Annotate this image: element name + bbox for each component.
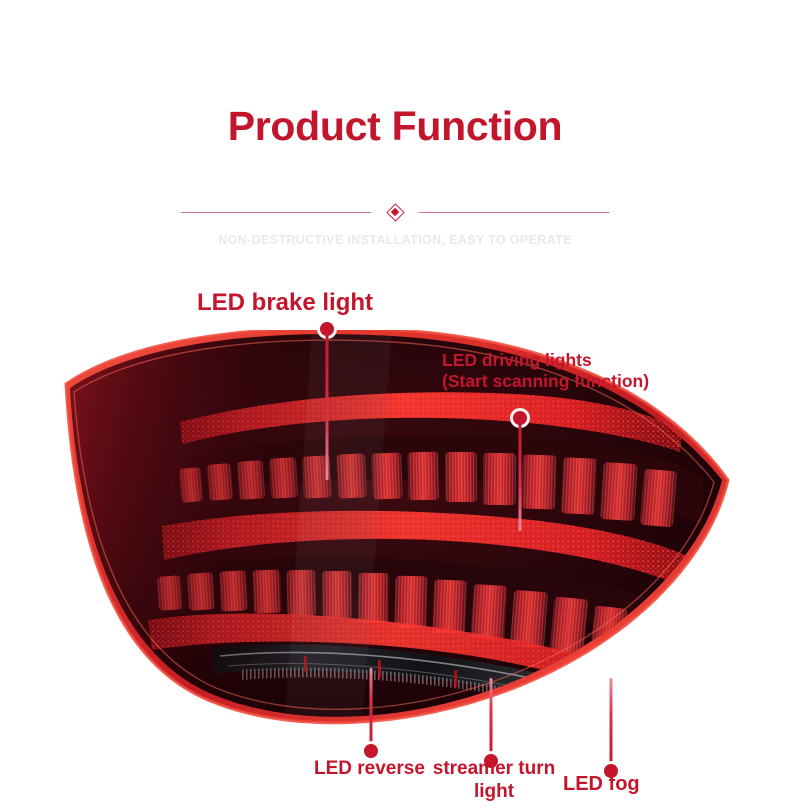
pointer-dot-led-brake-light xyxy=(320,322,334,336)
pointer-stem-led-brake-light xyxy=(325,330,329,480)
pointer-stem-streamer-turn-light xyxy=(489,678,493,760)
callout-label-led-brake-light: LED brake light xyxy=(197,289,374,316)
pointer-streamer-turn-light xyxy=(484,678,498,768)
page-subtitle: NON-DESTRUCTIVE INSTALLATION, EASY TO OP… xyxy=(218,233,572,247)
product-image-stage xyxy=(0,260,790,806)
pointer-dot-led-fog xyxy=(604,764,618,778)
diamond-icon xyxy=(382,199,408,225)
divider-rule-right xyxy=(419,211,609,213)
pointer-dot-streamer-turn-light xyxy=(484,754,498,768)
pointer-led-driving-lights xyxy=(513,411,527,531)
pointer-led-reverse xyxy=(364,668,378,758)
callout-label-led-fog: LED fog xyxy=(563,773,640,795)
pointer-led-brake-light xyxy=(320,322,334,480)
led-tail-light-assembly xyxy=(62,330,730,730)
callout-label-streamer-turn-light: streamer turn light xyxy=(432,758,556,803)
callout-label-led-reverse: LED reverse xyxy=(314,758,425,779)
page-title: Product Function xyxy=(227,103,563,149)
pointer-led-fog xyxy=(604,678,618,778)
callout-label-led-driving-lights: LED driving lights (Start scanning funct… xyxy=(442,350,650,392)
pointer-dot-led-driving-lights xyxy=(513,411,527,425)
decorative-divider xyxy=(0,200,790,224)
divider-rule-left xyxy=(181,211,371,213)
pointer-dot-led-reverse xyxy=(364,744,378,758)
pointer-stem-led-driving-lights xyxy=(518,419,522,531)
pointer-stem-led-fog xyxy=(609,678,613,770)
pointer-stem-led-reverse xyxy=(369,668,373,750)
